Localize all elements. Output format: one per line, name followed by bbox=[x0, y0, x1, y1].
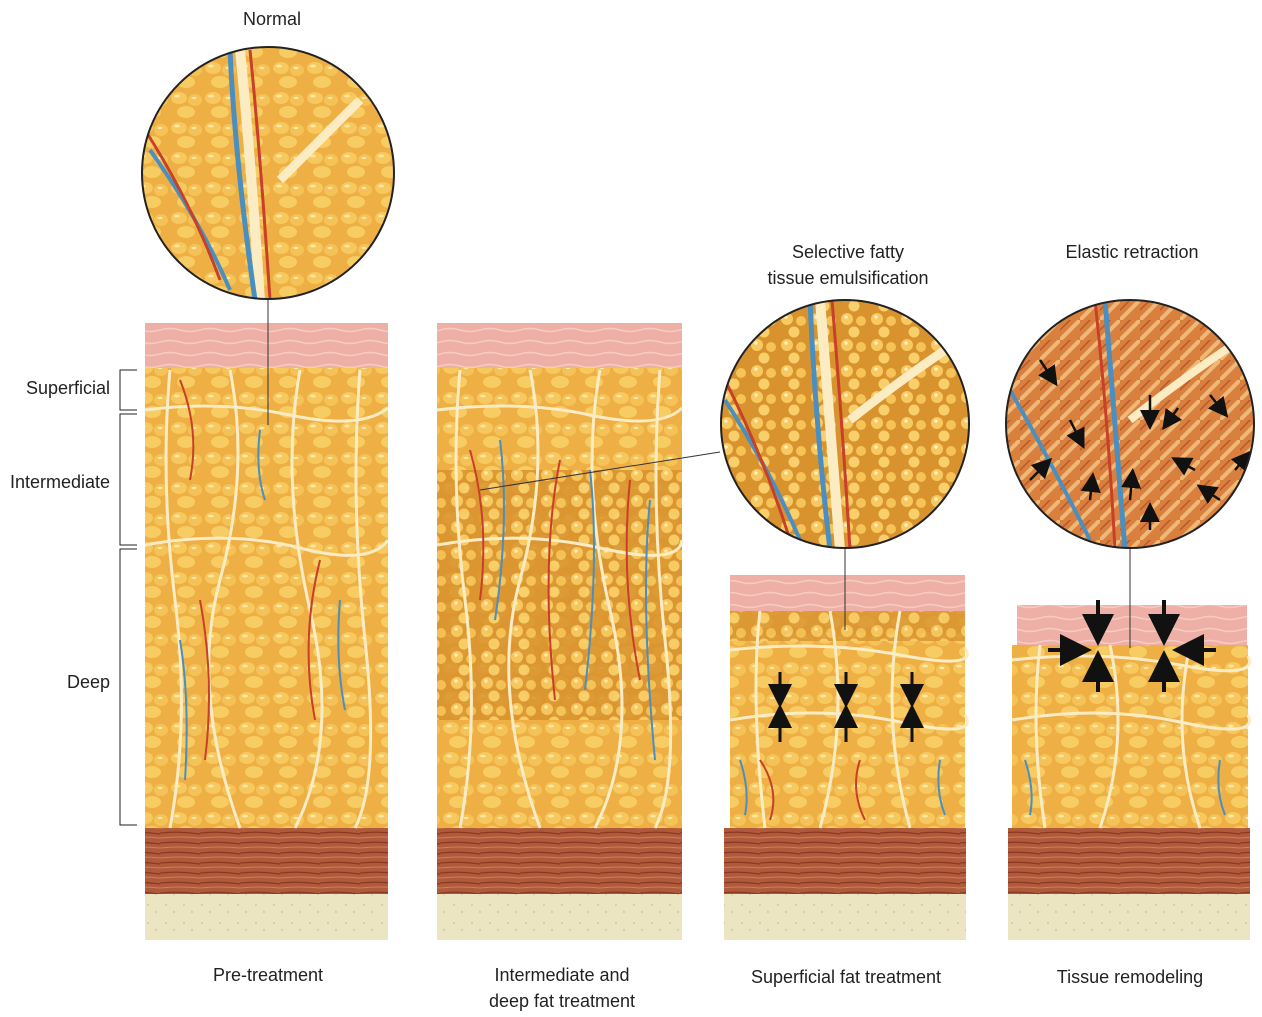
emulsification-zoom-circle bbox=[718, 298, 972, 552]
column-tissue-remodeling bbox=[1008, 600, 1250, 940]
layer-bracket bbox=[120, 370, 137, 825]
column-deep-treatment bbox=[437, 323, 682, 940]
column-pre-treatment bbox=[120, 323, 388, 940]
column-superficial-treatment bbox=[724, 575, 967, 940]
